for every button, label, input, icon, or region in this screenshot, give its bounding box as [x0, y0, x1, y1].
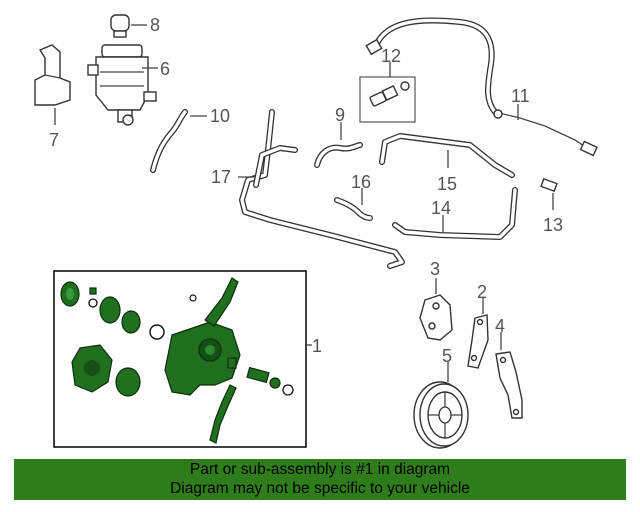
banner-line-2: Diagram may not be specific to your vehi… [170, 480, 470, 497]
pulley [413, 381, 469, 449]
callout-14: 14 [431, 198, 451, 218]
callout-9: 9 [335, 105, 345, 125]
callout-3: 3 [430, 259, 440, 279]
pressure-switch-box [359, 76, 416, 123]
callout-6: 6 [160, 59, 170, 79]
callout-12: 12 [381, 46, 401, 66]
info-banner: Part or sub-assembly is #1 in diagram Di… [14, 459, 626, 500]
pressure-hose [372, 17, 498, 115]
callout-10: 10 [210, 106, 230, 126]
callout-11: 11 [511, 86, 530, 106]
callout-1: 1 [312, 336, 322, 356]
bracket-4 [495, 351, 523, 419]
bracket-2 [467, 314, 489, 369]
hose-14 [392, 187, 518, 240]
bracket-3 [419, 294, 453, 341]
sensor-13 [540, 177, 558, 193]
reservoir-bracket [34, 44, 71, 106]
reservoir-cap [110, 14, 130, 38]
callout-16: 16 [351, 172, 371, 192]
callout-5: 5 [442, 346, 452, 366]
banner-line-1: Part or sub-assembly is #1 in diagram [189, 461, 451, 478]
reservoir [87, 44, 157, 126]
callout-8: 8 [150, 15, 160, 35]
callout-4: 4 [495, 316, 505, 336]
callout-2: 2 [477, 282, 487, 302]
parts-diagram: 8 6 7 10 12 11 9 [34, 14, 598, 449]
callout-17: 17 [211, 167, 231, 187]
cooler-pipe [239, 109, 405, 269]
power-steering-pump-assembly [60, 277, 294, 444]
callout-13: 13 [543, 215, 563, 235]
callout-7: 7 [49, 130, 59, 150]
callout-15: 15 [437, 174, 457, 194]
